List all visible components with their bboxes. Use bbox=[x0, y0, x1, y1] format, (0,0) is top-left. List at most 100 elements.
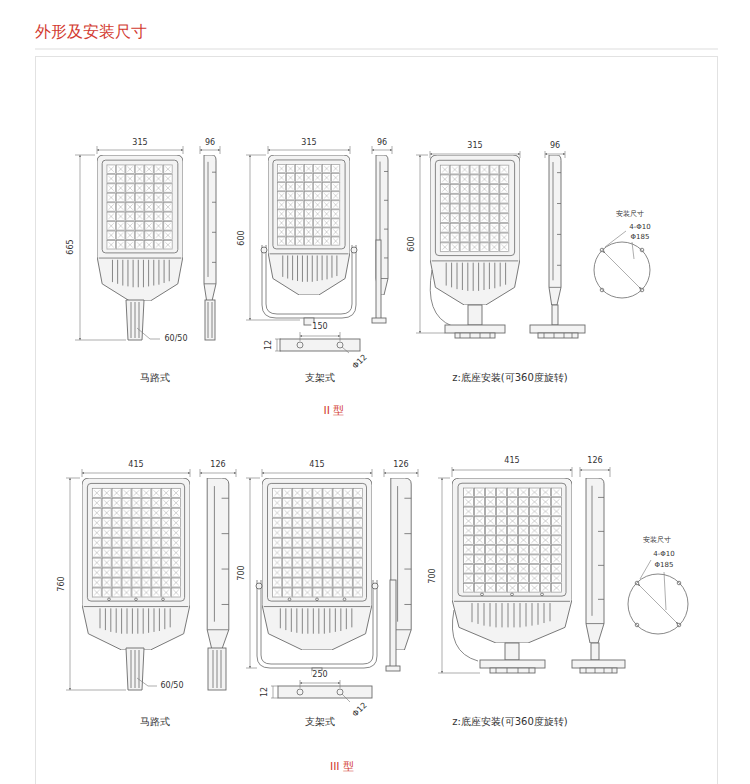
hole-size: 4-Φ10 bbox=[652, 551, 675, 558]
dimension: 415 bbox=[503, 457, 520, 465]
drawing-line bbox=[262, 473, 372, 474]
dimension: 315 bbox=[131, 139, 148, 147]
drawing-rect bbox=[530, 325, 585, 333]
circle-size: Φ185 bbox=[654, 562, 675, 569]
drawing-path bbox=[246, 469, 418, 668]
drawing-circle bbox=[372, 583, 378, 589]
drawing-path bbox=[246, 146, 392, 320]
drawing-use bbox=[82, 478, 190, 650]
pole-size: 60/50 bbox=[159, 682, 184, 690]
drawing-rect bbox=[386, 666, 400, 671]
view-caption: 马路式 bbox=[139, 373, 171, 383]
drawing-rect bbox=[552, 305, 558, 325]
drawing-line bbox=[200, 473, 236, 474]
view-caption: 马路式 bbox=[139, 717, 171, 727]
drawing-use bbox=[207, 478, 229, 650]
dimension: 126 bbox=[392, 461, 409, 469]
drawing-line bbox=[277, 339, 278, 351]
dimension: 700 bbox=[238, 564, 246, 581]
drawing-rect bbox=[455, 333, 495, 338]
hole-size: 4-Φ10 bbox=[628, 224, 651, 231]
dimension: 250 bbox=[311, 671, 328, 679]
drawing-rect bbox=[538, 333, 578, 338]
drawing-rect bbox=[480, 660, 545, 668]
drawing-circle bbox=[297, 689, 303, 695]
drawing-use bbox=[549, 155, 561, 305]
drawing-line bbox=[250, 478, 251, 668]
drawing-line bbox=[603, 251, 641, 289]
drawing-use bbox=[430, 155, 520, 305]
drawing-path bbox=[261, 580, 373, 664]
hole-size: Φ12 bbox=[351, 353, 370, 372]
drawing-line bbox=[442, 478, 443, 673]
drawing-line bbox=[250, 155, 251, 320]
drawing-line bbox=[70, 478, 71, 690]
drawing-path bbox=[126, 648, 144, 690]
drawing-circle bbox=[594, 242, 650, 298]
drawing-use bbox=[97, 155, 183, 301]
hole-size: Φ12 bbox=[351, 701, 370, 720]
dimension: 12 bbox=[265, 339, 273, 351]
drawing-rect bbox=[208, 648, 226, 690]
drawing-line bbox=[300, 336, 340, 337]
drawing-rect bbox=[468, 305, 482, 325]
panel-frame bbox=[36, 57, 718, 784]
drawing-path bbox=[213, 650, 221, 688]
install-note: 安装尺寸 bbox=[615, 211, 645, 218]
drawing-path bbox=[262, 245, 356, 318]
drawing-path bbox=[266, 245, 352, 314]
drawing-path bbox=[257, 580, 377, 668]
drawing-use bbox=[586, 478, 604, 643]
drawing-line bbox=[273, 686, 274, 698]
drawing-line bbox=[82, 473, 190, 474]
drawing-use bbox=[262, 478, 372, 650]
drawing-use bbox=[204, 155, 216, 301]
dimension: 96 bbox=[549, 142, 561, 150]
drawing-path bbox=[460, 333, 490, 338]
drawing-line bbox=[200, 150, 220, 151]
drawing-line bbox=[97, 150, 183, 151]
drawing-rect bbox=[390, 580, 396, 668]
dimension: 600 bbox=[408, 235, 416, 252]
drawing-circle bbox=[635, 623, 639, 627]
drawing-path bbox=[208, 302, 212, 338]
drawing-line bbox=[638, 584, 678, 624]
type3-bracket-view bbox=[246, 469, 418, 702]
dimension: 665 bbox=[67, 238, 75, 255]
type3-road-view bbox=[66, 469, 236, 690]
drawing-path bbox=[416, 151, 565, 333]
drawing-line bbox=[80, 155, 81, 340]
drawing-path bbox=[137, 328, 160, 339]
drawing-line bbox=[268, 150, 350, 151]
drawing-rect bbox=[591, 643, 599, 660]
dimension: 12 bbox=[261, 686, 269, 698]
drawing-line bbox=[580, 470, 610, 471]
drawing-rect bbox=[278, 686, 372, 698]
drawing-use bbox=[452, 478, 572, 643]
install-note: 安装尺寸 bbox=[642, 537, 672, 544]
view-caption: 支架式 bbox=[304, 373, 336, 383]
dimension: 700 bbox=[429, 567, 437, 584]
drawing-path bbox=[275, 332, 349, 353]
dimension: 126 bbox=[586, 457, 603, 465]
drawing-path bbox=[586, 668, 612, 673]
drawing-line bbox=[452, 470, 572, 471]
drawing-path bbox=[271, 680, 350, 702]
type2-road-view bbox=[75, 146, 220, 340]
drawing-rect bbox=[580, 668, 617, 673]
drawing-line bbox=[420, 155, 421, 333]
dimension: 415 bbox=[308, 461, 325, 469]
drawing-rect bbox=[445, 325, 505, 333]
drawing-line bbox=[430, 154, 520, 155]
drawing-path bbox=[137, 678, 157, 686]
drawing-rect bbox=[205, 300, 215, 340]
drawing-path bbox=[452, 610, 478, 661]
drawing-path bbox=[438, 467, 610, 673]
drawing-use bbox=[268, 155, 350, 295]
dimension: 315 bbox=[466, 142, 483, 150]
drawing-circle bbox=[677, 581, 681, 585]
type3-base-view bbox=[438, 467, 688, 673]
drawing-line bbox=[384, 473, 418, 474]
